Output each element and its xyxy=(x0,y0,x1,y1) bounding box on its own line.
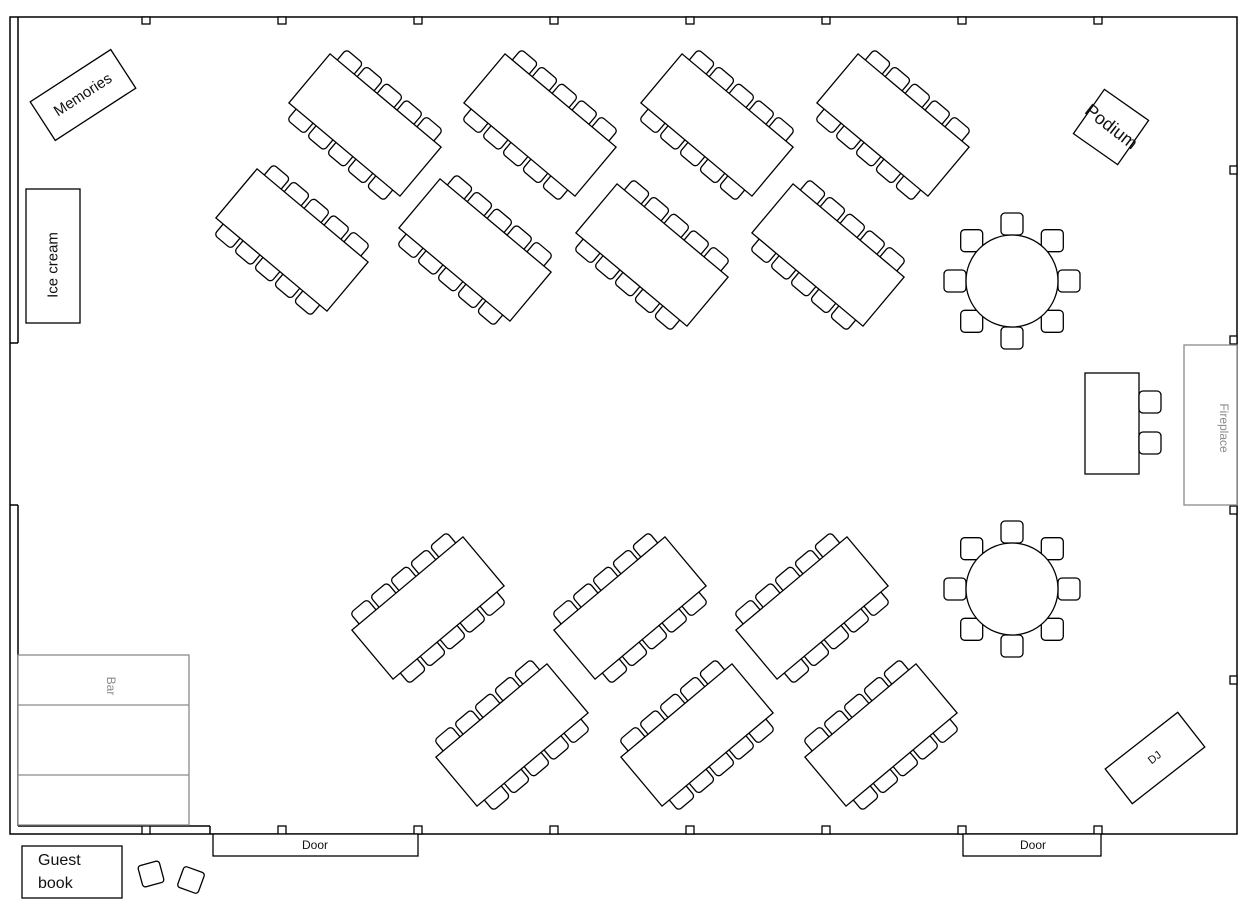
wall-post xyxy=(549,16,559,25)
rect-table xyxy=(462,50,618,200)
door-left[interactable] xyxy=(212,833,419,857)
guest-tables xyxy=(214,50,1081,810)
fireplace xyxy=(1183,344,1238,506)
rect-table xyxy=(214,165,370,315)
table-top xyxy=(965,542,1059,636)
table-top xyxy=(639,52,795,198)
table-top xyxy=(214,167,370,313)
chair xyxy=(1040,309,1064,333)
chair xyxy=(1040,229,1064,253)
wall-post xyxy=(1229,505,1238,515)
fireplace-label: Fireplace xyxy=(1217,403,1231,453)
wall-post xyxy=(1229,675,1238,685)
door-left-label: Door xyxy=(301,838,329,852)
table-top xyxy=(350,535,506,681)
head-table xyxy=(1084,372,1162,475)
rect-table xyxy=(815,50,971,200)
room-walls xyxy=(9,16,1238,835)
table-top xyxy=(574,182,730,328)
table-top xyxy=(965,234,1059,328)
guest-book-label-line1: Guest xyxy=(38,852,81,869)
wall-post xyxy=(277,16,287,25)
bar-label: Bar xyxy=(104,676,118,696)
wall-post xyxy=(277,825,287,835)
table-top xyxy=(619,662,775,808)
chair xyxy=(960,537,984,561)
rect-table xyxy=(639,50,795,200)
chair xyxy=(1057,269,1081,293)
table-top xyxy=(552,535,708,681)
table-top xyxy=(750,182,906,328)
wall-post xyxy=(821,16,831,25)
door-right[interactable] xyxy=(962,833,1102,857)
wall-post xyxy=(141,16,151,25)
chair xyxy=(1040,617,1064,641)
rect-table xyxy=(287,50,443,200)
wall-post xyxy=(1093,825,1103,835)
wall-post xyxy=(685,16,695,25)
table-top xyxy=(462,52,618,198)
rect-table xyxy=(350,533,506,683)
bar-counter xyxy=(17,654,190,826)
wall-post xyxy=(413,16,423,25)
rect-table xyxy=(750,180,906,330)
ice-cream-label: Ice cream xyxy=(44,232,62,298)
guest-book-chair xyxy=(177,866,205,894)
rect-table xyxy=(397,175,553,325)
table-top xyxy=(287,52,443,198)
chair xyxy=(1000,326,1024,350)
ice-cream-table xyxy=(25,188,81,324)
rect-table xyxy=(434,660,590,810)
wall-post xyxy=(141,825,151,835)
rect-table xyxy=(734,533,890,683)
table-top xyxy=(434,662,590,808)
guest-book-label-line2: book xyxy=(38,875,73,892)
dj-booth xyxy=(1104,711,1206,805)
chair xyxy=(1000,212,1024,236)
wall-post xyxy=(957,16,967,25)
table-top xyxy=(397,177,553,323)
wall-post xyxy=(413,825,423,835)
wall-post xyxy=(1093,16,1103,25)
guest-book-table xyxy=(21,845,123,899)
wall-post xyxy=(1229,335,1238,345)
table-top xyxy=(815,52,971,198)
wall-post xyxy=(957,825,967,835)
chair xyxy=(1040,537,1064,561)
chair xyxy=(960,617,984,641)
wall-post xyxy=(685,825,695,835)
chair xyxy=(1000,634,1024,658)
rect-table xyxy=(552,533,708,683)
rect-table xyxy=(574,180,730,330)
chair xyxy=(1000,520,1024,544)
chair xyxy=(1057,577,1081,601)
door-right-label: Door xyxy=(1019,838,1047,852)
round-table xyxy=(943,520,1081,658)
chair xyxy=(960,309,984,333)
wall-post xyxy=(821,825,831,835)
chair xyxy=(943,269,967,293)
guest-book-chair xyxy=(137,860,165,888)
wall-post xyxy=(1229,165,1238,175)
table-top xyxy=(734,535,890,681)
rect-table xyxy=(619,660,775,810)
round-table xyxy=(943,212,1081,350)
table-top xyxy=(803,662,959,808)
chair xyxy=(960,229,984,253)
rect-table xyxy=(803,660,959,810)
chair xyxy=(943,577,967,601)
podium xyxy=(1072,88,1150,166)
memories-table xyxy=(29,48,137,142)
wall-post xyxy=(549,825,559,835)
